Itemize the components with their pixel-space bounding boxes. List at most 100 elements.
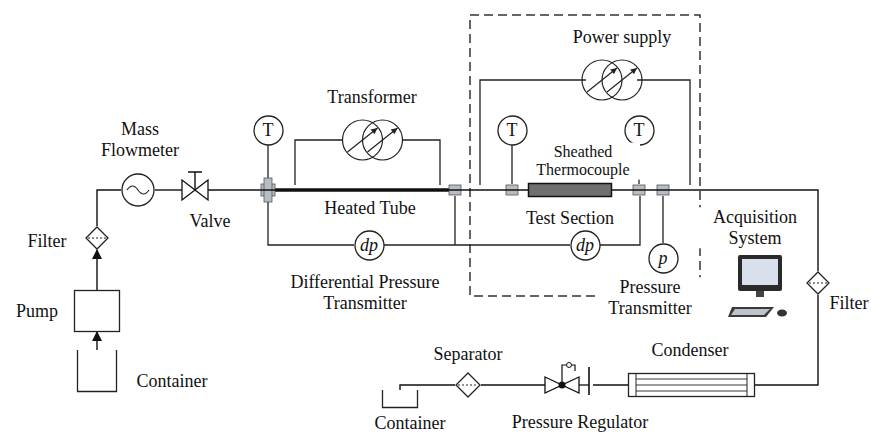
regulator-spring: [567, 363, 572, 368]
test-section: Test Section: [528, 183, 612, 197]
filter-diamond: [807, 272, 829, 294]
shape-outline: [121, 173, 155, 207]
gauge-circle: [571, 231, 600, 260]
arrow-head: [391, 128, 398, 134]
pipe-connector: [400, 385, 455, 390]
keyboard-keys: [731, 309, 770, 315]
symbol-letter: T: [507, 120, 518, 141]
filter-diamond: [86, 227, 108, 249]
container: Container: [382, 390, 418, 408]
component-label: Test Section: [524, 208, 616, 229]
thermocouple-gauge: T: [624, 115, 655, 146]
pump-box: [75, 291, 120, 332]
separator: Separator: [455, 372, 481, 398]
component-label: Filter: [828, 293, 871, 314]
filter-diamond: [456, 373, 480, 397]
regulator-pilot: [562, 365, 575, 385]
filter-symbol: Filter: [806, 271, 830, 295]
pipe-connector: [96, 250, 97, 290]
component-label: Power supply: [571, 27, 674, 48]
valve-half: [195, 180, 208, 200]
valve-half: [182, 180, 195, 200]
shape-outline: [728, 255, 790, 321]
component-label: Pressure Transmitter: [595, 277, 705, 318]
pipe-connector: [96, 332, 97, 350]
filter-mesh: [458, 385, 478, 386]
container-outline: [78, 350, 117, 392]
pipe-connector: [97, 190, 121, 226]
pressure-regulator: Pressure Regulator: [545, 375, 593, 395]
condenser-shell: [629, 374, 755, 397]
filter-symbol: Filter: [85, 226, 109, 250]
valve-stem: [188, 172, 202, 190]
shape-outline: [528, 183, 612, 197]
component-label: Valve: [188, 211, 233, 232]
filter-mesh: [88, 238, 106, 239]
regulator-pipe: [579, 384, 589, 385]
dp-transmitter: dpDifferential Pressure Transmitter: [354, 230, 385, 261]
component-label: Differential Pressure Transmitter: [263, 272, 467, 313]
shape-outline: [628, 373, 755, 397]
component-label: Transformer: [325, 87, 418, 108]
arrow-head: [371, 128, 378, 134]
gauge-circle: [649, 244, 678, 273]
condenser-tube: [636, 379, 747, 380]
component-label: Pressure Regulator: [510, 412, 650, 433]
condenser-tube: [636, 385, 747, 386]
component-label: Condenser: [650, 340, 731, 361]
pipe-connector: [155, 189, 182, 190]
container-outline: [383, 390, 418, 408]
gauge-circle: [498, 116, 527, 145]
component-label: Pump: [14, 301, 60, 322]
gauge-circle: [625, 116, 654, 145]
coil-circle: [602, 60, 642, 100]
condenser: Condenser: [628, 373, 755, 397]
acquisition-computer: Acquisition System: [728, 255, 790, 321]
meter-circle: [122, 174, 154, 206]
adjust-arrow: [607, 68, 637, 92]
arrow-head: [630, 68, 637, 74]
regulator-plate: [588, 367, 590, 395]
gauge-circle: [355, 231, 384, 260]
transformer: Transformer: [335, 115, 410, 165]
filter-mesh: [809, 283, 827, 284]
keyboard: [728, 307, 774, 317]
symbol-letter: dp: [360, 235, 378, 256]
condenser-plate: [747, 373, 748, 397]
shape-outline: [85, 226, 109, 250]
valve-symbol: Valve: [182, 178, 208, 202]
component-label: Container: [373, 413, 448, 434]
component-label: Mass Flowmeter: [93, 119, 187, 160]
shape-outline: [455, 372, 481, 398]
test-section-boundary: [470, 15, 700, 296]
shape-outline: [806, 271, 830, 295]
test-tube-bar: [529, 184, 612, 197]
dp-transmitter: dp: [570, 230, 601, 261]
component-label: Container: [135, 371, 210, 392]
component-label: Acquisition System: [697, 207, 813, 248]
symbol-letter: p: [659, 248, 668, 269]
condenser-plate: [636, 373, 637, 397]
meter-wave: [127, 186, 149, 194]
gauge-circle: [254, 116, 283, 145]
pressure-transmitter: pPressure Transmitter: [648, 243, 679, 274]
thermocouple-gauge: T: [497, 115, 528, 146]
coil-circle: [363, 120, 403, 160]
power-supply: Power supply: [577, 55, 647, 105]
container: Container: [77, 350, 117, 392]
symbol-letter: dp: [576, 235, 594, 256]
component-label: Separator: [432, 344, 505, 365]
arrow-head: [610, 68, 617, 74]
thermocouple-gauge: T: [253, 115, 284, 146]
pump-box: Pump: [74, 290, 120, 332]
part-label: Heated Tube: [322, 198, 418, 219]
adjust-arrow: [368, 128, 398, 152]
pipe-connector: [593, 384, 628, 385]
shape-outline: [335, 115, 410, 165]
shape-outline: [182, 178, 208, 202]
transformer-wire: [295, 140, 440, 185]
monitor-frame: [738, 255, 782, 291]
pipe-connector: [612, 190, 818, 271]
mouse: [777, 310, 787, 317]
